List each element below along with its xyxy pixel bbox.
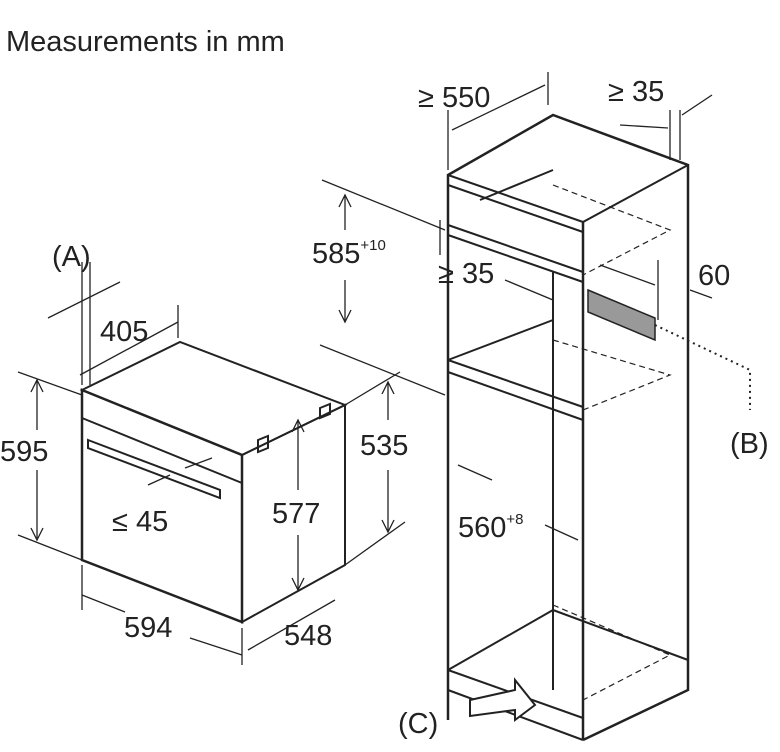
cabinet-drawing: [446, 113, 690, 742]
oven-dimension-lines: [17, 262, 406, 665]
callout-b-line: [654, 324, 751, 410]
dimension-45: ≤ 45: [112, 506, 169, 538]
dimension-35-top: ≥ 35: [608, 76, 665, 108]
dimension-550: ≥ 550: [418, 82, 491, 114]
dimension-560: 560+8: [458, 511, 524, 544]
label-a: (A): [52, 241, 91, 273]
cabinet-dimension-lines: [319, 72, 713, 541]
dimension-577: 577: [272, 498, 321, 530]
label-c: (C): [398, 708, 439, 740]
diagram-title: Measurements in mm: [6, 26, 285, 58]
airflow-arrow-c: [469, 677, 537, 722]
dimension-585: 585+10: [312, 237, 386, 270]
dimension-594: 594: [124, 612, 173, 644]
ventilation-opening: [587, 288, 656, 342]
dimension-60: 60: [698, 260, 731, 292]
oven-control-panel-line: [81, 417, 243, 484]
dimension-585-tolerance: +10: [360, 237, 386, 254]
dimension-535: 535: [360, 430, 409, 462]
cabinet-hidden-lines: [552, 184, 672, 701]
dimension-595: 595: [0, 436, 49, 468]
label-b: (B): [730, 428, 769, 460]
dimension-585-value: 585: [312, 238, 361, 270]
dimension-405: 405: [100, 316, 149, 348]
oven-handle: [87, 438, 221, 500]
oven-drawing: [79, 340, 348, 624]
dimension-548: 548: [284, 620, 333, 652]
oven-hinge: [257, 434, 269, 454]
dimension-560-value: 560: [458, 512, 507, 544]
dimension-35-mid: ≥ 35: [438, 258, 495, 290]
oven-top: [79, 340, 348, 457]
dimension-560-tolerance: +8: [506, 511, 524, 528]
